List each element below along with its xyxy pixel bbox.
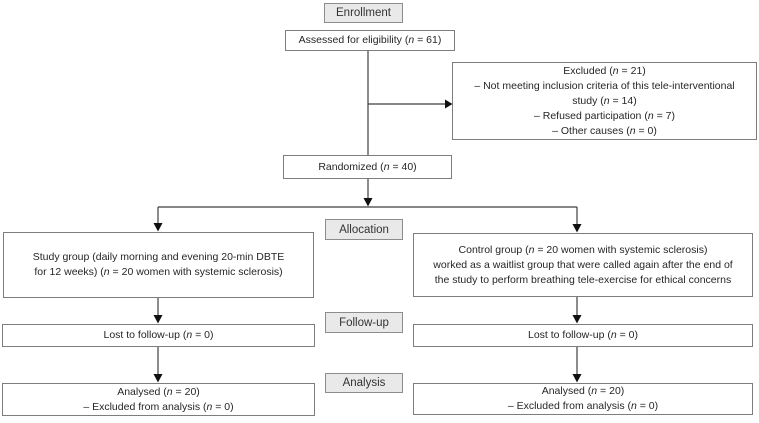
arrow-branch-to-study-group (153, 207, 163, 232)
lost-to-followup-left-box: Lost to follow-up (n = 0) (2, 324, 315, 347)
arrow-control-to-lost (572, 297, 582, 324)
followup-stage-label: Follow-up (325, 312, 403, 333)
excluded-box: Excluded (n = 21)– Not meeting inclusion… (452, 62, 757, 140)
arrow-to-excluded (368, 99, 453, 109)
control-group-box: Control group (n = 20 women with systemi… (413, 233, 753, 297)
arrow-study-to-lost (153, 298, 163, 324)
arrow-randomized-to-branch (363, 179, 373, 207)
allocation-stage-label: Allocation (325, 219, 403, 240)
analysed-left-box: Analysed (n = 20)– Excluded from analysi… (2, 383, 315, 416)
lost-to-followup-right-box: Lost to follow-up (n = 0) (413, 324, 753, 347)
arrow-lost-to-analysed-left (153, 347, 163, 383)
arrow-branch-to-control-group (572, 207, 582, 233)
analysed-right-box: Analysed (n = 20)– Excluded from analysi… (413, 383, 753, 415)
analysis-stage-label: Analysis (325, 373, 403, 393)
enrollment-stage-label: Enrollment (324, 3, 403, 23)
study-group-box: Study group (daily morning and evening 2… (3, 232, 314, 298)
arrow-lost-to-analysed-right (572, 347, 582, 383)
randomized-box: Randomized (n = 40) (283, 155, 452, 179)
assessed-for-eligibility-box: Assessed for eligibility (n = 61) (285, 30, 455, 51)
